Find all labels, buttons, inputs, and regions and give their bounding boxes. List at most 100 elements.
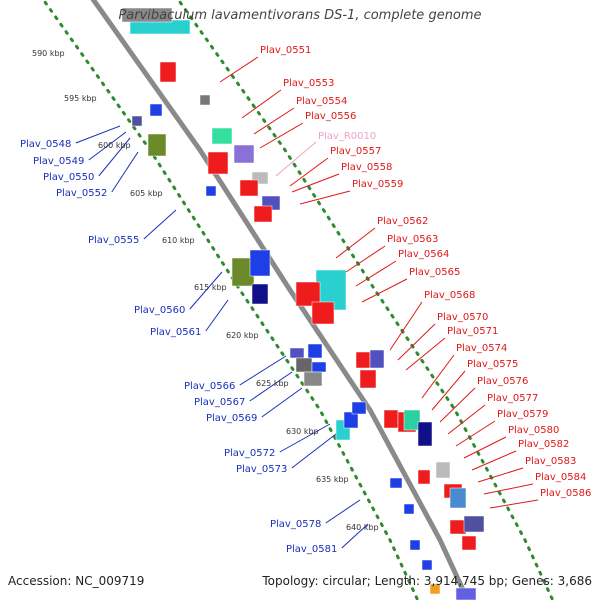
label-leader	[463, 436, 507, 459]
forward-gene-label: Plav_0558	[341, 162, 392, 173]
label-leader	[471, 450, 517, 471]
reverse-gene-label: Plav_0550	[43, 172, 94, 183]
gene-feature	[249, 249, 271, 277]
scale-tick-label: 615 kbp	[194, 283, 227, 292]
label-leader	[111, 151, 139, 193]
label-leader	[275, 141, 317, 177]
gene-feature	[359, 369, 377, 389]
gene-feature	[403, 409, 421, 431]
label-leader	[279, 423, 331, 453]
forward-gene-label: Plav_0553	[283, 78, 334, 89]
forward-gene-label: Plav_0584	[535, 472, 586, 483]
forward-gene-label: Plav_0571	[447, 326, 498, 337]
gene-feature	[369, 349, 385, 369]
reverse-gene-label: Plav_0566	[184, 381, 235, 392]
forward-gene-label: Plav_0551	[260, 45, 311, 56]
genome-backbone	[90, 0, 471, 600]
reverse-gene-label: Plav_0578	[270, 519, 321, 530]
reverse-gene-label: Plav_0555	[88, 235, 139, 246]
gene-feature	[449, 487, 467, 509]
gene-feature	[343, 411, 359, 429]
forward-gene-label: Plav_0568	[424, 290, 475, 301]
gene-feature	[429, 583, 441, 595]
gene-feature	[121, 7, 173, 23]
forward-gene-label: Plav_0583	[525, 456, 576, 467]
label-leader	[455, 420, 496, 447]
label-leader	[355, 260, 397, 287]
reverse-gene-label: Plav_0548	[20, 139, 71, 150]
gene-feature	[159, 61, 177, 83]
label-leader	[98, 137, 131, 177]
outer-guide-line	[176, 0, 555, 600]
label-leader	[88, 131, 127, 161]
gene-feature	[253, 205, 273, 223]
gene-feature	[131, 115, 143, 127]
reverse-gene-label: Plav_0581	[286, 544, 337, 555]
reverse-gene-label: Plav_0567	[194, 397, 245, 408]
scale-tick-label: 630 kbp	[286, 427, 319, 436]
label-leader	[439, 387, 476, 423]
forward-gene-label: Plav_0559	[352, 179, 403, 190]
genome-summary: Topology: circular; Length: 3,914,745 bp…	[262, 574, 592, 588]
forward-gene-label: Plav_0586	[540, 488, 591, 499]
reverse-gene-label: Plav_0552	[56, 188, 107, 199]
scale-tick-label: 590 kbp	[32, 49, 65, 58]
label-leader	[397, 323, 436, 361]
reverse-gene-label: Plav_0569	[206, 413, 257, 424]
gene-feature	[311, 361, 327, 373]
label-leader	[143, 209, 177, 240]
scale-tick-label: 605 kbp	[130, 189, 163, 198]
forward-gene-label: Plav_0574	[456, 343, 507, 354]
label-leader	[241, 89, 282, 119]
gene-feature	[289, 347, 305, 359]
gene-feature	[455, 587, 477, 600]
scale-tick-label: 640 kbp	[346, 523, 379, 532]
forward-gene-label: Plav_0577	[487, 393, 538, 404]
forward-gene-label: Plav_0556	[305, 111, 356, 122]
gene-feature	[233, 144, 255, 164]
scale-tick-label: 620 kbp	[226, 331, 259, 340]
forward-gene-label: Plav_0575	[467, 359, 518, 370]
label-leader	[405, 337, 446, 371]
gene-feature	[239, 179, 259, 197]
forward-gene-label: Plav_0554	[296, 96, 347, 107]
label-leader	[291, 173, 340, 193]
label-leader	[259, 122, 304, 149]
label-leader	[477, 467, 524, 483]
label-leader	[289, 157, 329, 187]
gene-feature	[147, 133, 167, 157]
gene-feature	[383, 409, 399, 429]
label-leader	[205, 299, 229, 332]
gene-feature	[311, 301, 335, 325]
gene-feature	[417, 421, 433, 447]
inner-guide-line	[41, 0, 420, 600]
forward-gene-label: Plav_0565	[409, 267, 460, 278]
label-leader	[299, 190, 351, 205]
gene-feature	[149, 103, 163, 117]
gene-feature	[295, 357, 313, 373]
reverse-gene-label: Plav_0560	[134, 305, 185, 316]
reverse-gene-label: Plav_0573	[236, 464, 287, 475]
gene-feature	[449, 519, 467, 535]
scale-tick-label: 635 kbp	[316, 475, 349, 484]
forward-gene-label: Plav_0580	[508, 425, 559, 436]
reverse-gene-label: Plav_0572	[224, 448, 275, 459]
label-leader	[389, 301, 423, 351]
label-leader	[341, 523, 369, 549]
gene-feature	[351, 401, 367, 415]
accession-text: Accession: NC_009719	[8, 574, 145, 588]
gene-feature	[307, 343, 323, 359]
gene-feature	[211, 127, 233, 145]
label-leader	[75, 125, 121, 144]
label-leader	[239, 355, 287, 386]
gene-feature	[355, 351, 371, 369]
gene-feature	[403, 503, 415, 515]
gene-feature	[421, 559, 433, 571]
label-leader	[431, 370, 466, 411]
gene-feature	[199, 94, 211, 106]
gene-feature	[409, 539, 421, 551]
scale-tick-label: 610 kbp	[162, 236, 195, 245]
label-leader	[421, 354, 455, 399]
forward-gene-label: Plav_0579	[497, 409, 548, 420]
